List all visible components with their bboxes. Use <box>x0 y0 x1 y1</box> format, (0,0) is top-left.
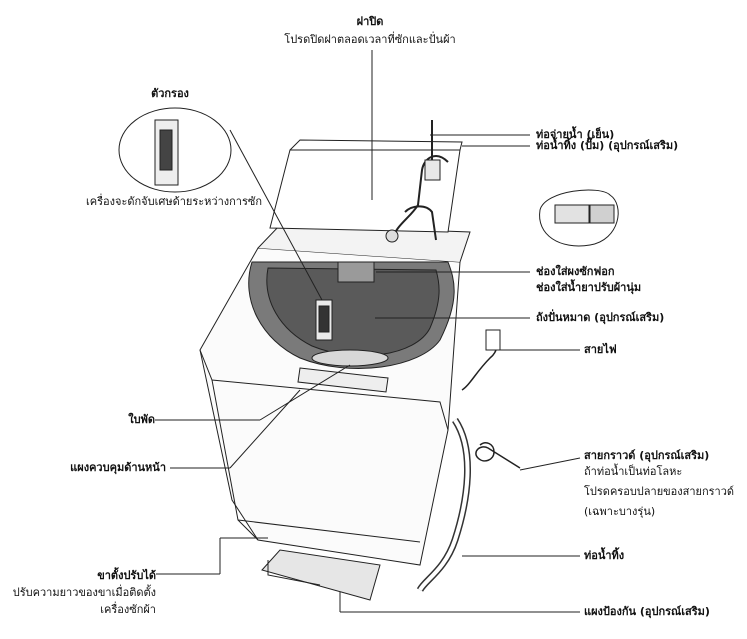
leveling-note-2: เครื่องซักผ้า <box>100 603 156 616</box>
filter-title: ตัวกรอง <box>151 87 189 100</box>
leveling-note-1: ปรับความยาวของขาเมื่อติดตั้ง <box>12 586 156 599</box>
softener-label: ช่องใส่น้ำยาปรับผ้านุ่ม <box>536 281 642 294</box>
drum-label: ถังปั่นหมาด (อุปกรณ์เสริม) <box>536 311 665 324</box>
detergent-label: ช่องใส่ผงซักฟอก <box>536 265 615 278</box>
base-cover-label: แผงป้องกัน (อุปกรณ์เสริม) <box>584 605 710 618</box>
lid-note: โปรดปิดฝาตลอดเวลาที่ซักและปั่นผ้า <box>284 33 456 46</box>
power-cord-label: สายไฟ <box>584 343 617 356</box>
leveling-title: ขาตั้งปรับได้ <box>97 569 156 582</box>
drain-pump-label: ท่อน้ำทิ้ง (ปั๊ม) (อุปกรณ์เสริม) <box>536 139 679 152</box>
pulsator-shape <box>311 349 389 367</box>
ground-wire-note-1: ถ้าท่อน้ำเป็นท่อโลหะ <box>584 465 683 478</box>
supply-hose <box>391 155 449 241</box>
ground-wire-note-2: โปรดครอบปลายของสายกราวด์ <box>584 485 735 498</box>
ground-wire-shape <box>475 442 521 469</box>
base-cover-shape <box>261 549 381 601</box>
filter-note: เครื่องจะดักจับเศษด้ายระหว่างการซัก <box>86 195 263 208</box>
ground-wire-note-3: (เฉพาะบางรุ่น) <box>584 505 656 518</box>
ground-wire-title: สายกราวด์ (อุปกรณ์เสริม) <box>584 449 710 462</box>
pulsator-label: ใบพัด <box>128 413 155 426</box>
water-supply-label: ท่อจ่ายน้ำ (เย็น) <box>536 128 615 141</box>
drain-hose-label: ท่อน้ำทิ้ง <box>584 549 625 562</box>
lid-title: ฝาปิด <box>356 15 384 28</box>
control-panel-label: แผงควบคุมด้านหน้า <box>70 461 166 474</box>
